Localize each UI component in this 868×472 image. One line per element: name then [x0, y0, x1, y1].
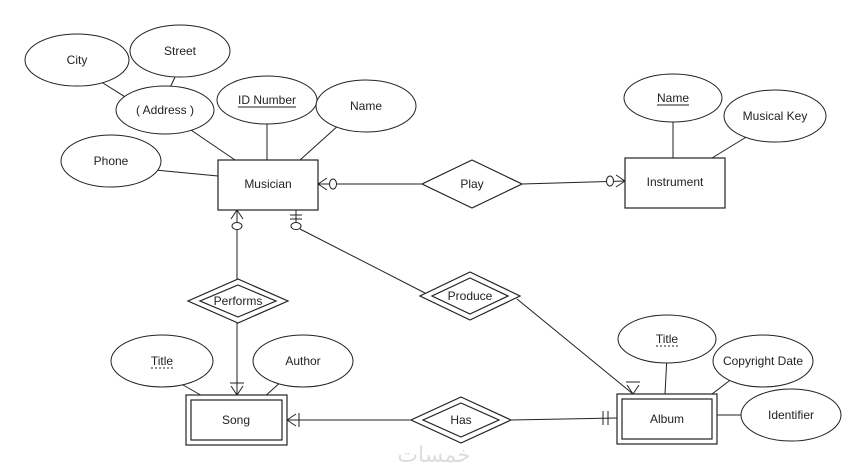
relationship-play: Play	[420, 159, 524, 209]
attribute-copyright-date: Copyright Date	[712, 334, 814, 388]
relationship-produce-label: Produce	[448, 289, 493, 303]
attribute-album-title-label: Title	[656, 332, 679, 346]
attribute-address: ( Address )	[115, 85, 215, 135]
watermark-logo: خمسات	[397, 443, 470, 468]
attribute-name-musician-label: Name	[350, 99, 382, 113]
attribute-name-instrument-label: Name	[657, 91, 689, 105]
attribute-address-label: ( Address )	[136, 103, 194, 117]
entity-song-label: Song	[222, 413, 250, 427]
relationship-performs-label: Performs	[214, 294, 263, 308]
attribute-street-label: Street	[164, 44, 197, 58]
entity-album: Album	[616, 393, 718, 445]
entity-album-label: Album	[650, 412, 684, 426]
attribute-city: City	[24, 33, 130, 87]
relationship-has: Has	[409, 396, 513, 444]
attribute-id-number-label: ID Number	[238, 93, 296, 107]
relationship-performs: Performs	[186, 278, 290, 324]
relationship-play-label: Play	[460, 177, 483, 191]
attribute-street: Street	[129, 24, 231, 78]
relationship-produce: Produce	[418, 271, 522, 321]
entity-song: Song	[185, 394, 288, 446]
attribute-author-label: Author	[285, 354, 320, 368]
entity-instrument-label: Instrument	[647, 175, 704, 189]
attribute-identifier: Identifier	[740, 388, 842, 442]
attribute-id-number: ID Number	[216, 75, 318, 125]
attribute-song-title: Title	[110, 334, 214, 388]
attribute-name-musician: Name	[315, 79, 417, 133]
attribute-identifier-label: Identifier	[768, 408, 814, 422]
attribute-name-instrument: Name	[623, 73, 723, 123]
attribute-copyright-date-label: Copyright Date	[723, 354, 803, 368]
attribute-city-label: City	[67, 53, 88, 67]
attribute-musical-key: Musical Key	[723, 89, 827, 143]
entity-instrument: Instrument	[624, 157, 726, 209]
attribute-author: Author	[252, 334, 354, 388]
attribute-musical-key-label: Musical Key	[743, 109, 808, 123]
attribute-phone: Phone	[60, 134, 162, 188]
attribute-phone-label: Phone	[94, 154, 129, 168]
relationship-connectors	[230, 174, 640, 427]
relationship-has-label: Has	[450, 413, 471, 427]
attribute-album-title: Title	[617, 314, 717, 364]
attribute-song-title-label: Title	[151, 354, 174, 368]
entity-musician-label: Musician	[244, 177, 291, 191]
entity-musician: Musician	[217, 159, 319, 211]
